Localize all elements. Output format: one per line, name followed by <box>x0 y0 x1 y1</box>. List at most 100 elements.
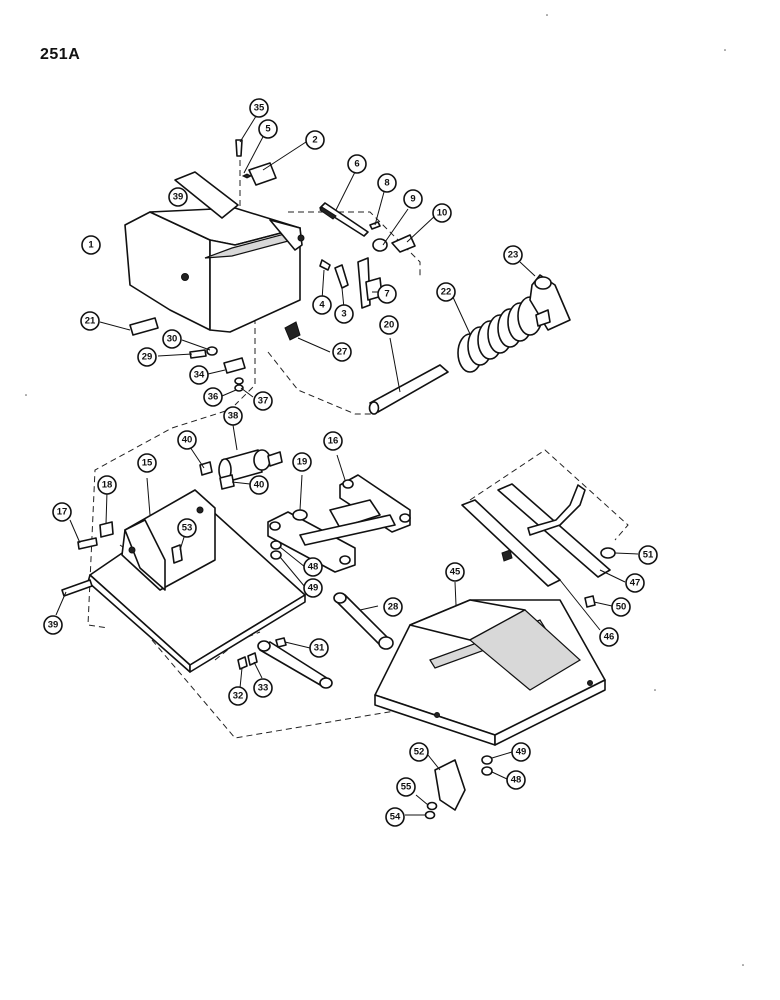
platform-plate <box>87 477 306 673</box>
callout-34: 34 <box>189 365 209 385</box>
svg-text:33: 33 <box>258 683 269 694</box>
svg-text:53: 53 <box>182 523 193 534</box>
svg-text:39: 39 <box>173 192 184 203</box>
callout-48-lower: 48 <box>506 770 526 790</box>
callout-49-upper: 49 <box>303 578 323 598</box>
svg-text:48: 48 <box>308 562 319 573</box>
svg-text:21: 21 <box>85 316 96 327</box>
svg-text:9: 9 <box>410 194 415 205</box>
callout-45: 45 <box>445 562 465 582</box>
svg-text:22: 22 <box>441 287 452 298</box>
callout-55: 55 <box>396 777 416 797</box>
svg-text:3: 3 <box>341 309 346 320</box>
callout-15: 15 <box>137 453 157 473</box>
bottom-bracket <box>405 751 513 820</box>
callout-32: 32 <box>228 686 248 706</box>
callout-5: 5 <box>258 119 278 139</box>
callout-4: 4 <box>312 295 332 315</box>
svg-text:17: 17 <box>57 507 68 518</box>
callout-28: 28 <box>383 597 403 617</box>
svg-text:50: 50 <box>616 602 627 613</box>
svg-text:52: 52 <box>414 747 425 758</box>
callout-39-top: 39 <box>168 187 188 207</box>
spring-22 <box>451 294 543 373</box>
svg-text:37: 37 <box>258 396 269 407</box>
svg-text:40: 40 <box>182 435 193 446</box>
callout-23: 23 <box>503 245 523 265</box>
link-arms <box>237 592 394 689</box>
callout-7: 7 <box>377 284 397 304</box>
svg-text:4: 4 <box>319 300 325 311</box>
svg-text:2: 2 <box>312 135 317 146</box>
svg-text:31: 31 <box>314 643 325 654</box>
svg-text:49: 49 <box>516 747 527 758</box>
seat-rail-46 <box>461 483 639 631</box>
svg-text:32: 32 <box>233 691 244 702</box>
svg-text:40: 40 <box>254 480 265 491</box>
callout-18: 18 <box>97 475 117 495</box>
threaded-rod-assembly <box>319 171 438 253</box>
svg-text:15: 15 <box>142 458 153 469</box>
svg-text:34: 34 <box>194 370 205 381</box>
svg-text:18: 18 <box>102 480 113 491</box>
svg-text:1: 1 <box>88 240 94 251</box>
svg-text:7: 7 <box>384 289 389 300</box>
cover-plate <box>235 112 307 186</box>
callout-17: 17 <box>52 502 72 522</box>
callout-19: 19 <box>292 452 312 472</box>
svg-text:20: 20 <box>384 320 395 331</box>
page-title: 251A <box>40 46 81 63</box>
svg-text:19: 19 <box>297 457 308 468</box>
svg-text:55: 55 <box>401 782 412 793</box>
plate-hardware <box>55 491 186 616</box>
callout-35: 35 <box>249 98 269 118</box>
callout-39-bottom: 39 <box>43 615 63 635</box>
svg-text:16: 16 <box>328 436 339 447</box>
frame-16 <box>267 454 411 588</box>
callout-9: 9 <box>403 189 423 209</box>
callout-33: 33 <box>253 678 273 698</box>
svg-text:23: 23 <box>508 250 519 261</box>
callout-47: 47 <box>625 573 645 593</box>
callout-40-top: 40 <box>177 430 197 450</box>
callout-21: 21 <box>80 311 100 331</box>
callout-40-right: 40 <box>249 475 269 495</box>
callout-37: 37 <box>253 391 273 411</box>
svg-text:27: 27 <box>337 347 348 358</box>
base-frame-45 <box>374 581 606 746</box>
callout-53: 53 <box>177 518 197 538</box>
svg-text:35: 35 <box>254 103 265 114</box>
callout-52: 52 <box>409 742 429 762</box>
pivot-block <box>319 257 383 309</box>
callout-30: 30 <box>162 329 182 349</box>
cylinder-38 <box>189 424 283 490</box>
callout-6: 6 <box>347 154 367 174</box>
callout-20: 20 <box>379 315 399 335</box>
svg-text:30: 30 <box>167 334 178 345</box>
callout-10: 10 <box>432 203 452 223</box>
svg-text:29: 29 <box>142 352 153 363</box>
svg-text:51: 51 <box>643 550 654 561</box>
callout-3: 3 <box>334 304 354 324</box>
svg-text:38: 38 <box>228 411 239 422</box>
callout-1: 1 <box>81 235 101 255</box>
callout-8: 8 <box>377 173 397 193</box>
svg-text:10: 10 <box>437 208 448 219</box>
svg-text:6: 6 <box>354 159 359 170</box>
callout-22: 22 <box>436 282 456 302</box>
housing-hardware <box>99 317 331 398</box>
callout-2: 2 <box>305 130 325 150</box>
housing-box <box>124 171 305 333</box>
svg-text:36: 36 <box>208 392 219 403</box>
callout-38: 38 <box>223 406 243 426</box>
callout-50: 50 <box>611 597 631 617</box>
callout-51: 51 <box>638 545 658 565</box>
svg-text:28: 28 <box>388 602 399 613</box>
callout-54: 54 <box>385 807 405 827</box>
callout-29: 29 <box>137 347 157 367</box>
svg-text:54: 54 <box>390 812 401 823</box>
svg-text:48: 48 <box>511 775 522 786</box>
svg-text:8: 8 <box>384 178 389 189</box>
